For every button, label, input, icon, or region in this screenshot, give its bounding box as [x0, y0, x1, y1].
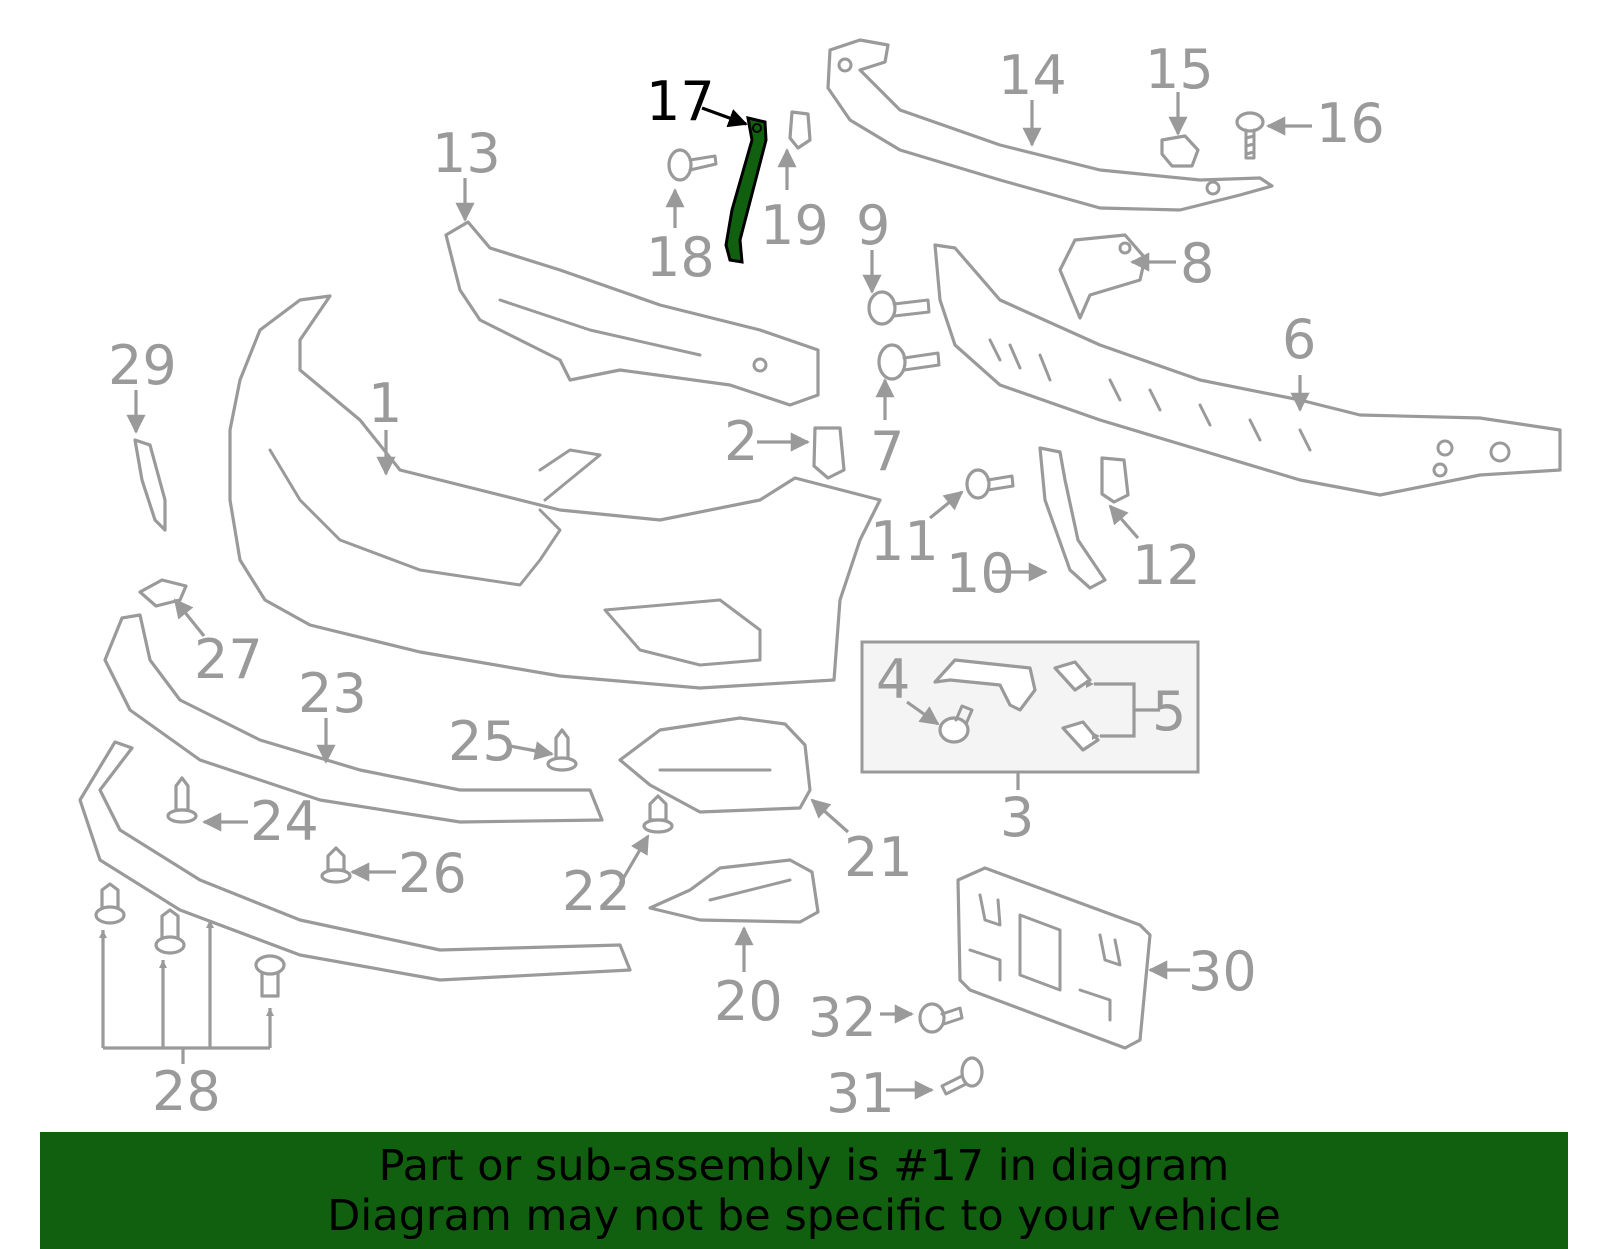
part-11-bolt[interactable]: [965, 468, 1015, 500]
part-22-pin[interactable]: [642, 794, 674, 834]
part-32-bolt[interactable]: [918, 1002, 964, 1034]
callout-27[interactable]: 27: [194, 628, 263, 691]
callout-30[interactable]: 30: [1188, 940, 1257, 1003]
part-18-bolt[interactable]: [667, 148, 718, 182]
callout-22[interactable]: 22: [562, 860, 631, 923]
leader-5: [1094, 682, 1160, 738]
part-27-piece[interactable]: [138, 578, 188, 608]
part-31-screw[interactable]: [940, 1056, 984, 1096]
callout-25[interactable]: 25: [448, 710, 517, 773]
part-7-bolt[interactable]: [877, 343, 941, 381]
callout-8[interactable]: 8: [1180, 232, 1214, 295]
callout-28[interactable]: 28: [152, 1060, 221, 1123]
part-4-bolt[interactable]: [938, 704, 974, 744]
part-26-pin[interactable]: [320, 846, 352, 884]
callout-6[interactable]: 6: [1282, 308, 1316, 371]
callout-labels: 17 18 19 13 14 15 16 9 8 6 7 2 1 29 11 1…: [108, 38, 1385, 1125]
callout-1[interactable]: 1: [368, 372, 402, 435]
part-15-clip[interactable]: [1160, 134, 1200, 168]
callout-23[interactable]: 23: [298, 662, 367, 725]
part-20-bezel[interactable]: [648, 858, 820, 924]
callout-24[interactable]: 24: [250, 790, 319, 853]
callout-31[interactable]: 31: [826, 1062, 895, 1125]
part-14-upper-support[interactable]: [826, 38, 1274, 212]
leader-4: [906, 700, 940, 726]
part-28-lower-strip[interactable]: [78, 740, 632, 982]
callout-32[interactable]: 32: [808, 986, 877, 1049]
part-12-clip[interactable]: [1100, 456, 1130, 504]
callout-21[interactable]: 21: [844, 826, 913, 889]
leader-11: [928, 490, 964, 520]
part-28-fasteners[interactable]: [94, 882, 286, 998]
callout-29[interactable]: 29: [108, 334, 177, 397]
callout-20[interactable]: 20: [714, 970, 783, 1033]
leader-21: [810, 798, 850, 834]
callout-5[interactable]: 5: [1152, 680, 1186, 743]
part-4-bracket[interactable]: [933, 658, 1037, 712]
part-8-bracket[interactable]: [1058, 233, 1147, 320]
banner-line-disclaimer: Diagram may not be specific to your vehi…: [327, 1191, 1281, 1241]
callout-9[interactable]: 9: [856, 194, 890, 257]
callout-26[interactable]: 26: [398, 842, 467, 905]
leader-5-arrows: [1086, 680, 1100, 740]
part-10-bracket[interactable]: [1038, 446, 1107, 590]
callout-11[interactable]: 11: [870, 510, 939, 573]
part-30-license-bracket[interactable]: [956, 866, 1152, 1050]
callout-17[interactable]: 17: [646, 70, 715, 133]
callout-2[interactable]: 2: [724, 410, 758, 473]
part-3-kit-box[interactable]: [860, 640, 1200, 774]
callout-12[interactable]: 12: [1132, 534, 1201, 597]
part-9-bolt[interactable]: [867, 290, 931, 326]
leader-17: [701, 106, 748, 128]
part-19-clip[interactable]: [788, 110, 812, 150]
leader-22: [618, 834, 650, 885]
part-13-bracket[interactable]: [444, 220, 820, 407]
callout-3[interactable]: 3: [1000, 786, 1034, 849]
callout-18[interactable]: 18: [646, 226, 715, 289]
parts-diagram: 17 18 19 13 14 15 16 9 8 6 7 2 1 29 11 1…: [78, 38, 1562, 1125]
leader-25: [509, 741, 554, 761]
part-23-deflector[interactable]: [103, 613, 604, 824]
leader-12: [1108, 504, 1140, 540]
callout-4[interactable]: 4: [876, 648, 910, 711]
leader-lines: [99, 92, 1312, 1100]
callout-13[interactable]: 13: [432, 122, 501, 185]
callout-19[interactable]: 19: [760, 194, 829, 257]
part-6-impact-bar[interactable]: [933, 243, 1562, 497]
part-1-bumper-fascia[interactable]: [228, 294, 882, 690]
part-25-pin[interactable]: [546, 728, 578, 772]
part-29-strip[interactable]: [133, 438, 167, 532]
leader-27: [173, 598, 206, 638]
part-16-screw[interactable]: [1235, 111, 1265, 160]
part-2-clip[interactable]: [812, 426, 846, 480]
callout-7[interactable]: 7: [870, 420, 904, 483]
callout-15[interactable]: 15: [1145, 38, 1214, 101]
info-banner: Part or sub-assembly is #17 in diagram D…: [40, 1132, 1568, 1249]
leader-28: [101, 920, 272, 1064]
callout-14[interactable]: 14: [998, 44, 1067, 107]
part-24-pin[interactable]: [166, 776, 198, 824]
banner-line-part-number: Part or sub-assembly is #17 in diagram: [378, 1141, 1230, 1191]
callout-10[interactable]: 10: [946, 542, 1015, 605]
part-5-clips[interactable]: [1053, 660, 1100, 752]
part-17-bracket-highlighted[interactable]: [724, 116, 768, 264]
callout-16[interactable]: 16: [1316, 92, 1385, 155]
part-21-bezel[interactable]: [618, 716, 812, 814]
